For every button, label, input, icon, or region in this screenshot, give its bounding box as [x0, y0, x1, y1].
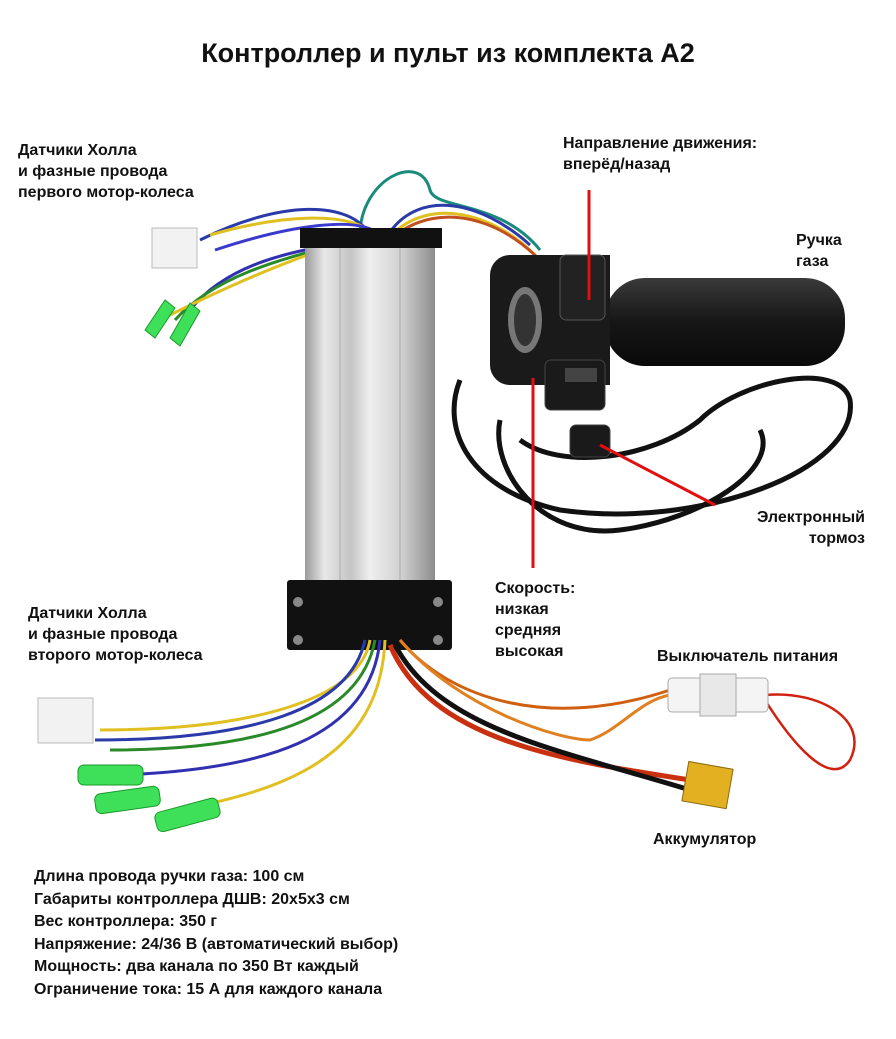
label-line: высокая [495, 643, 564, 660]
label-line: и фазные провода [18, 163, 168, 180]
page-title: Контроллер и пульт из комплекта А2 [201, 38, 695, 68]
label-line: Электронный [756, 509, 865, 526]
label-line: газа [796, 253, 829, 270]
label-speed: Скорость: низкая средняя высокая [495, 578, 575, 662]
label-line: средняя [495, 622, 562, 639]
pointer-brake [599, 443, 716, 507]
label-power-switch: Выключатель питания [657, 648, 839, 665]
controller-body [287, 228, 452, 650]
label-throttle: Ручка газа [796, 230, 842, 272]
label-line: второго мотор-колеса [28, 647, 203, 664]
hall-connector-2 [37, 697, 221, 833]
label-brake: Электронный тормоз [735, 507, 865, 549]
bottom-wires [94, 639, 856, 812]
label-hall-sensors-2: Датчики Холла и фазные провода второго м… [28, 603, 203, 666]
spec-item: Мощность: два канала по 350 Вт каждый [34, 958, 359, 975]
label-line: низкая [495, 601, 549, 618]
label-hall-sensors-1: Датчики Холла и фазные провода первого м… [18, 140, 194, 203]
label-line: Направление движения: [563, 135, 758, 152]
label-line: первого мотор-колеса [18, 184, 194, 201]
label-line: Датчики Холла [18, 142, 137, 159]
throttle-assembly [451, 254, 853, 534]
hall-connector-1 [144, 227, 201, 347]
spec-item: Длина провода ручки газа: 100 см [34, 868, 305, 885]
label-line: Датчики Холла [28, 605, 147, 622]
spec-list: Длина провода ручки газа: 100 см Габарит… [34, 866, 398, 1001]
label-battery: Аккумулятор [653, 831, 757, 848]
battery-connector-part [681, 760, 734, 810]
label-line: тормоз [808, 530, 865, 547]
spec-item: Вес контроллера: 350 г [34, 913, 218, 930]
label-line: Ручка [796, 232, 842, 249]
spec-item: Напряжение: 24/36 В (автоматический выбо… [34, 935, 399, 953]
label-line: и фазные провода [28, 626, 178, 643]
label-line: Скорость: [495, 580, 576, 597]
spec-item: Ограничение тока: 15 А для каждого канал… [34, 980, 383, 998]
label-direction: Направление движения: вперёд/назад [563, 133, 757, 175]
power-switch-part [667, 673, 769, 717]
label-line: вперёд/назад [563, 156, 671, 173]
spec-item: Габариты контроллера ДШВ: 20х5х3 см [34, 890, 350, 908]
pointer-lines [531, 190, 716, 568]
